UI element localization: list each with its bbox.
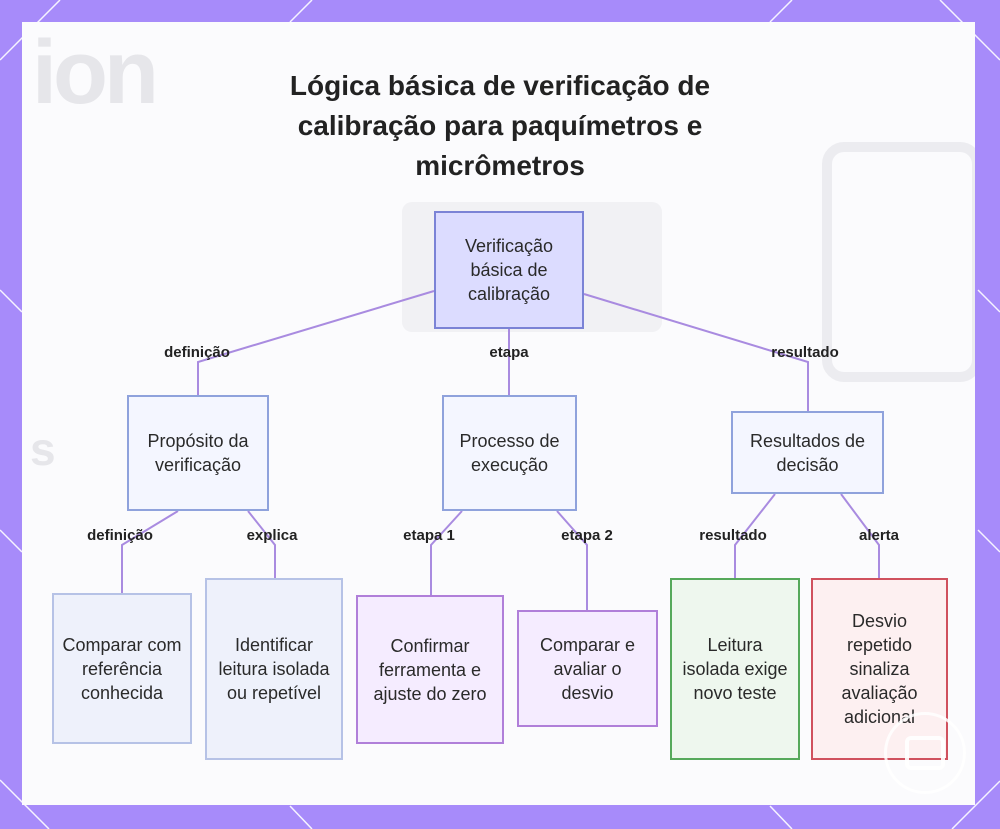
edge-label-results-retest: resultado xyxy=(699,527,767,545)
watermark-logo-icon xyxy=(884,712,966,794)
node-root: Verificação básica de calibração xyxy=(434,211,584,329)
node-confirm-label: Confirmar ferramenta e ajuste do zero xyxy=(366,634,494,706)
node-alert-label: Desvio repetido sinaliza avaliação adici… xyxy=(821,609,938,729)
node-purpose: Propósito da verificação xyxy=(127,395,269,511)
node-process: Processo de execução xyxy=(442,395,577,511)
node-evaluate: Comparar e avaliar o desvio xyxy=(517,610,658,727)
node-process-label: Processo de execução xyxy=(452,429,567,477)
node-retest-label: Leitura isolada exige novo teste xyxy=(680,633,790,705)
edge-label-process-evaluate: etapa 2 xyxy=(561,527,613,545)
link-process-confirm xyxy=(431,511,462,595)
edge-label-results-alert: alerta xyxy=(859,527,899,545)
edge-label-purpose-identify: explica xyxy=(247,527,298,545)
link-purpose-compare xyxy=(122,511,178,593)
edge-label-process-confirm: etapa 1 xyxy=(403,527,455,545)
node-evaluate-label: Comparar e avaliar o desvio xyxy=(527,633,648,705)
node-results: Resultados de decisão xyxy=(731,411,884,494)
node-compare-label: Comparar com referência conhecida xyxy=(62,633,182,705)
edge-label-root-process: etapa xyxy=(489,344,528,362)
edge-label-root-results: resultado xyxy=(771,344,839,362)
edge-label-root-purpose: definição xyxy=(164,344,230,362)
node-confirm: Confirmar ferramenta e ajuste do zero xyxy=(356,595,504,744)
node-purpose-label: Propósito da verificação xyxy=(137,429,259,477)
node-results-label: Resultados de decisão xyxy=(741,429,874,477)
node-identify-label: Identificar leitura isolada ou repetível xyxy=(215,633,333,705)
node-root-label: Verificação básica de calibração xyxy=(444,234,574,306)
edge-label-purpose-compare: definição xyxy=(87,527,153,545)
node-retest: Leitura isolada exige novo teste xyxy=(670,578,800,760)
link-root-purpose xyxy=(198,291,434,395)
node-identify: Identificar leitura isolada ou repetível xyxy=(205,578,343,760)
node-compare: Comparar com referência conhecida xyxy=(52,593,192,744)
link-process-evaluate xyxy=(557,511,587,610)
